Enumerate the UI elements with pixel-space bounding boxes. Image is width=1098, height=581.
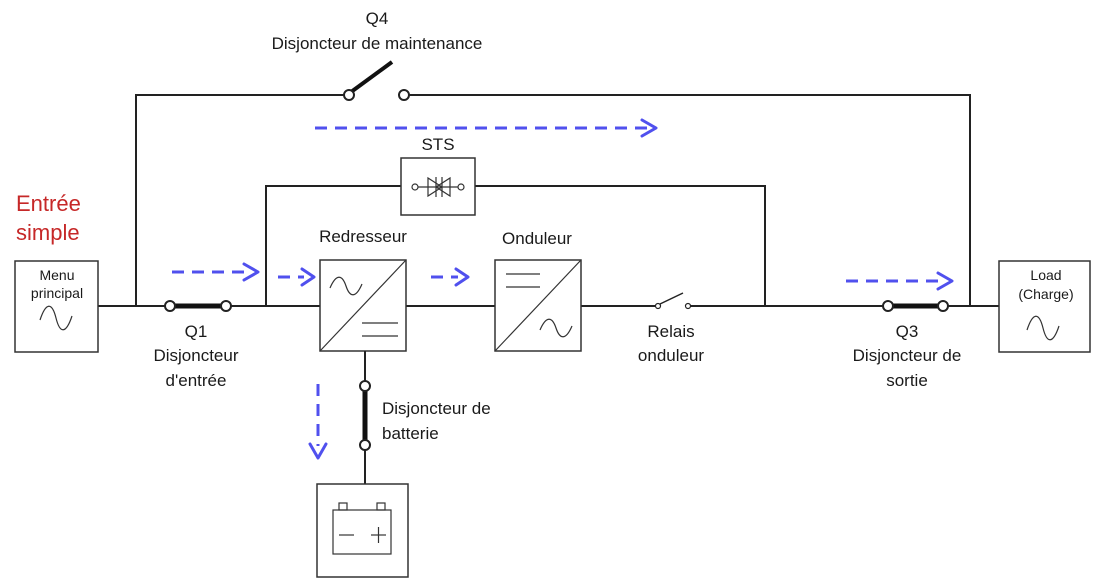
inverter-box xyxy=(494,259,582,352)
q4-maintenance-switch[interactable] xyxy=(343,60,410,101)
ac-wave-icon xyxy=(329,276,363,296)
q4-description: Disjoncteur de maintenance xyxy=(272,34,483,53)
q1-description-1: Disjoncteur xyxy=(153,346,238,365)
main-input-label-1: Menu xyxy=(39,267,74,283)
flow-arrow-output xyxy=(846,271,954,291)
battery-box xyxy=(316,483,409,578)
inverter-label: Onduleur xyxy=(502,229,572,248)
q3-label: Q3 xyxy=(896,322,919,341)
rectifier-box xyxy=(319,259,407,352)
input-type-label-2: simple xyxy=(16,220,80,245)
battery-breaker-label-1: Disjoncteur de xyxy=(382,399,491,418)
flow-arrow-battery xyxy=(308,384,328,460)
maintenance-bypass-line xyxy=(135,94,971,306)
q1-input-breaker[interactable] xyxy=(164,300,232,312)
battery-breaker[interactable] xyxy=(359,380,371,451)
q3-description-2: sortie xyxy=(886,371,928,390)
q1-description-2: d'entrée xyxy=(166,371,227,390)
main-input-label-2: principal xyxy=(31,285,83,301)
sts-label: STS xyxy=(421,135,454,154)
inverter-relay-label-1: Relais xyxy=(647,322,694,341)
ac-wave-icon xyxy=(1026,315,1060,341)
load-label-2: (Charge) xyxy=(1018,286,1073,302)
ac-wave-icon xyxy=(39,305,73,331)
flow-arrow-rectifier-in xyxy=(278,267,316,287)
q1-label: Q1 xyxy=(185,322,208,341)
inverter-relay-switch[interactable] xyxy=(654,292,692,310)
ac-wave-icon xyxy=(539,318,573,338)
load-box xyxy=(998,260,1091,353)
q4-label: Q4 xyxy=(366,9,389,28)
q3-description-1: Disjoncteur de xyxy=(853,346,962,365)
input-type-label-1: Entrée xyxy=(16,191,81,216)
flow-arrow-input xyxy=(172,262,260,282)
flow-arrow-bypass xyxy=(315,118,658,138)
sts-box xyxy=(400,157,476,216)
battery-breaker-label-2: batterie xyxy=(382,424,439,443)
sts-line xyxy=(265,185,766,306)
flow-arrow-dc-bus xyxy=(431,267,470,287)
battery-icon xyxy=(332,502,392,555)
q3-output-breaker[interactable] xyxy=(882,300,949,312)
rectifier-label: Redresseur xyxy=(319,227,407,246)
inverter-relay-label-2: onduleur xyxy=(638,346,705,365)
load-label-1: Load xyxy=(1030,267,1061,283)
main-input-box xyxy=(14,260,99,353)
